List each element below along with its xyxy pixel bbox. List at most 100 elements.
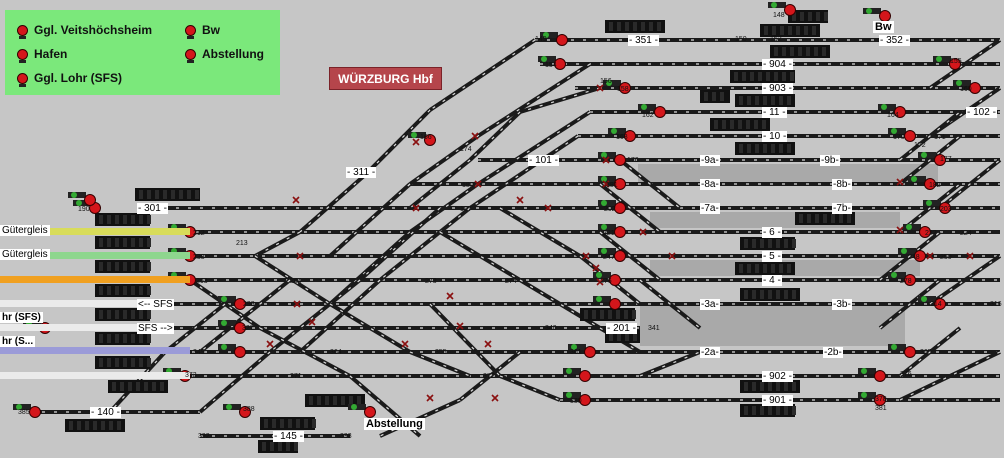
signal-number[interactable]: 372 (483, 373, 495, 380)
track-label-2a[interactable]: -2a- (700, 347, 720, 358)
track-label-102[interactable]: - 102 - (966, 107, 997, 118)
signal-number[interactable]: 264 (290, 278, 302, 285)
signal-number[interactable]: 388 (243, 406, 255, 413)
signal-number[interactable]: 162 (642, 112, 654, 119)
track-label-3a[interactable]: -3a- (700, 299, 720, 310)
legend-item-veitshoechheim[interactable]: Ggl. Veitshöchsheim (17, 23, 152, 39)
signal-number[interactable]: 276 (600, 278, 612, 285)
signal-number[interactable]: 361 (570, 349, 582, 356)
signal-number[interactable]: 177 (940, 156, 952, 163)
track-label-901[interactable]: - 901 - (762, 395, 793, 406)
signal-number[interactable]: 180 (462, 182, 474, 189)
signal-number[interactable]: 355 (435, 349, 447, 356)
signal-number[interactable]: 316 (990, 301, 1002, 308)
signal-number[interactable]: 148 (773, 12, 785, 19)
signal-number[interactable]: 176 (627, 157, 639, 164)
signal-number[interactable]: 221 (603, 230, 615, 237)
signal-number[interactable]: 349 (193, 349, 205, 356)
signal-number[interactable]: 278 (900, 278, 912, 285)
signal-number[interactable]: 250 (940, 254, 952, 261)
signal-number[interactable]: 168 (616, 134, 628, 141)
signal-number[interactable]: 380 (570, 398, 582, 405)
track-label-sfs-out[interactable]: SFS --> (137, 323, 174, 334)
signal-number[interactable]: 364 (330, 349, 342, 356)
signal-number[interactable]: 172 (914, 142, 926, 149)
track-label-301[interactable]: - 301 - (137, 203, 168, 214)
track-label-904[interactable]: - 904 - (762, 59, 793, 70)
panel-cell (155, 190, 159, 199)
track-label-5[interactable]: - 5 - (762, 251, 782, 262)
track-label-351[interactable]: - 351 - (628, 35, 659, 46)
signal-number[interactable]: 212 (193, 230, 205, 237)
signal-number[interactable]: 181 (606, 182, 618, 189)
signal-number[interactable]: 158 (617, 86, 629, 93)
signal-number[interactable]: 154 (545, 62, 557, 69)
track-label-2b[interactable]: -2b- (823, 347, 843, 358)
signal-number[interactable]: 197 (460, 206, 472, 213)
legend-item-lohr[interactable]: Ggl. Lohr (SFS) (17, 71, 122, 87)
signal-number[interactable]: 381 (875, 405, 887, 412)
signal-number[interactable]: 156 (600, 78, 612, 85)
track-label-11[interactable]: - 11 - (762, 107, 787, 118)
track-label-903[interactable]: - 903 - (762, 83, 793, 94)
signal-number[interactable]: 392 (198, 433, 210, 440)
signal-number[interactable]: 365 (920, 349, 932, 356)
signal-number[interactable]: 174 (460, 146, 472, 153)
track-label-4[interactable]: - 4 - (762, 275, 782, 286)
signal-number[interactable]: 224 (960, 230, 972, 237)
signal-number[interactable]: 170 (893, 134, 905, 141)
track-label-9b[interactable]: -9b- (820, 155, 840, 166)
signal-number[interactable]: 340 (545, 325, 557, 332)
signal-number[interactable]: 190 (78, 206, 90, 213)
legend-item-hafen[interactable]: Hafen (17, 47, 67, 63)
track-label-201[interactable]: - 201 - (606, 323, 637, 334)
signal-number[interactable]: 160 (960, 86, 972, 93)
signal-number[interactable]: 273 (425, 278, 437, 285)
signal-number[interactable]: 327 (242, 325, 254, 332)
track-label-101[interactable]: - 101 - (528, 155, 559, 166)
signal-number[interactable]: 263 (196, 278, 208, 285)
track-label-8a[interactable]: -8a- (700, 179, 720, 190)
signal-number[interactable]: 247 (603, 254, 615, 261)
track-label-145[interactable]: - 145 - (273, 431, 304, 442)
track-label-140[interactable]: - 140 - (90, 407, 121, 418)
signal-number[interactable]: 274 (505, 278, 517, 285)
track-label-311[interactable]: - 311 - (346, 167, 377, 178)
signal-number[interactable]: 202 (604, 206, 616, 213)
signal-number[interactable]: 182 (929, 182, 941, 189)
signal-number[interactable]: 149 (535, 36, 547, 43)
signal-number[interactable]: 166 (420, 134, 432, 141)
signal-number[interactable]: 238 (193, 254, 205, 261)
signal-number[interactable]: 171 (934, 134, 946, 141)
signal-number[interactable]: 378 (875, 396, 887, 403)
track-label-7a[interactable]: -7a- (700, 203, 720, 214)
signal-number[interactable]: 341 (648, 325, 660, 332)
signal-number[interactable]: 152 (770, 36, 782, 43)
signal-number[interactable]: 376 (900, 371, 912, 378)
track-label-8b[interactable]: -8b- (832, 179, 852, 190)
signal-number[interactable]: 393 (340, 433, 352, 440)
track-label-352[interactable]: - 352 - (879, 35, 910, 46)
track-label-3b[interactable]: -3b- (832, 299, 852, 310)
legend-item-bw[interactable]: Bw (185, 23, 220, 39)
track-label-6[interactable]: - 6 - (762, 227, 782, 238)
signal-number[interactable]: 150 (735, 36, 747, 43)
track-label-9a[interactable]: -9a- (700, 155, 720, 166)
track-label-10[interactable]: - 10 - (762, 131, 788, 142)
signal-number[interactable]: 213 (236, 240, 248, 247)
signal-number[interactable]: 164 (887, 112, 899, 119)
track-label-sfs-in[interactable]: <-- SFS (137, 299, 174, 310)
signal-number[interactable]: 371 (290, 373, 302, 380)
signal-number[interactable]: 314 (930, 301, 942, 308)
signal-number[interactable]: 203 (940, 206, 952, 213)
station-button[interactable]: WÜRZBURG Hbf (329, 67, 442, 90)
legend-item-abstellung[interactable]: Abstellung (185, 47, 264, 63)
signal-number[interactable]: 373 (185, 372, 197, 379)
track-label-902[interactable]: - 902 - (762, 371, 793, 382)
track-label-7b[interactable]: -7b- (832, 203, 852, 214)
signal-number[interactable]: 155 (950, 58, 962, 65)
signal-number[interactable]: 222 (925, 230, 937, 237)
signal-number[interactable]: 248 (908, 254, 920, 261)
signal-number[interactable]: 385 (18, 409, 30, 416)
signal-number[interactable]: 298 (243, 301, 255, 308)
